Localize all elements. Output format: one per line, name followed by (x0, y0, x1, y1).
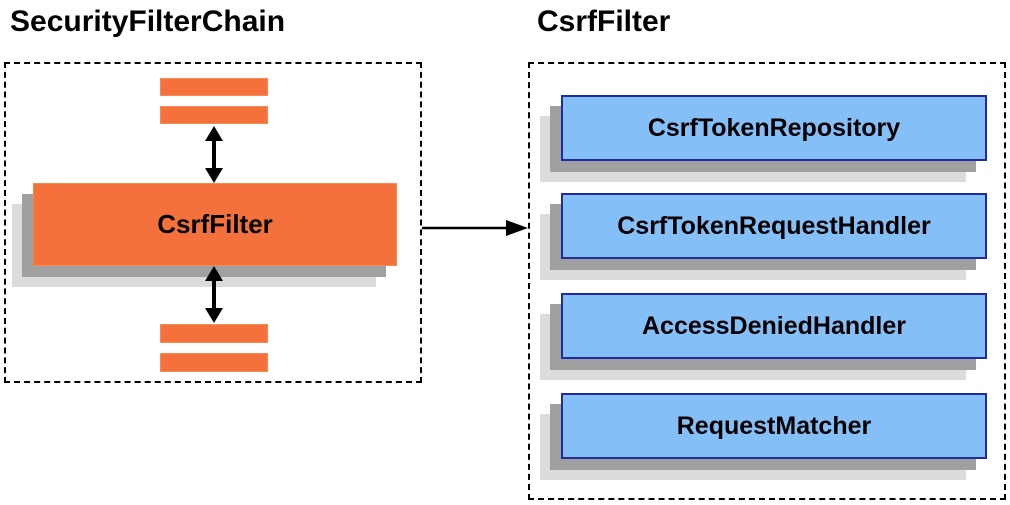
csrf-filter-title: CsrfFilter (537, 5, 671, 38)
component-label: CsrfTokenRequestHandler (617, 211, 931, 240)
filter-placeholder-bar (160, 78, 268, 96)
filter-placeholder-bar (160, 106, 268, 124)
bidirectional-arrow-icon (205, 266, 223, 323)
csrf-token-repository-box: CsrfTokenRepository (561, 95, 987, 161)
request-matcher-box: RequestMatcher (561, 393, 987, 459)
csrf-filter-node-label: CsrfFilter (157, 209, 273, 239)
component-label: RequestMatcher (676, 411, 872, 440)
component-label: CsrfTokenRepository (647, 113, 901, 142)
security-filter-chain-container: CsrfFilter (4, 62, 422, 383)
component-label: AccessDeniedHandler (641, 311, 906, 340)
access-denied-handler-box: AccessDeniedHandler (561, 293, 987, 359)
csrf-filter-container: CsrfTokenRepository CsrfTokenRequestHand… (528, 62, 1006, 500)
filter-placeholder-bar (160, 353, 268, 372)
bidirectional-arrow-icon (205, 126, 223, 183)
csrf-token-request-handler-box: CsrfTokenRequestHandler (561, 193, 987, 259)
security-filter-chain-title: SecurityFilterChain (10, 5, 286, 38)
csrf-filter-node: CsrfFilter (33, 183, 397, 266)
arrow-right-icon (422, 220, 528, 236)
filter-placeholder-bar (160, 324, 268, 343)
